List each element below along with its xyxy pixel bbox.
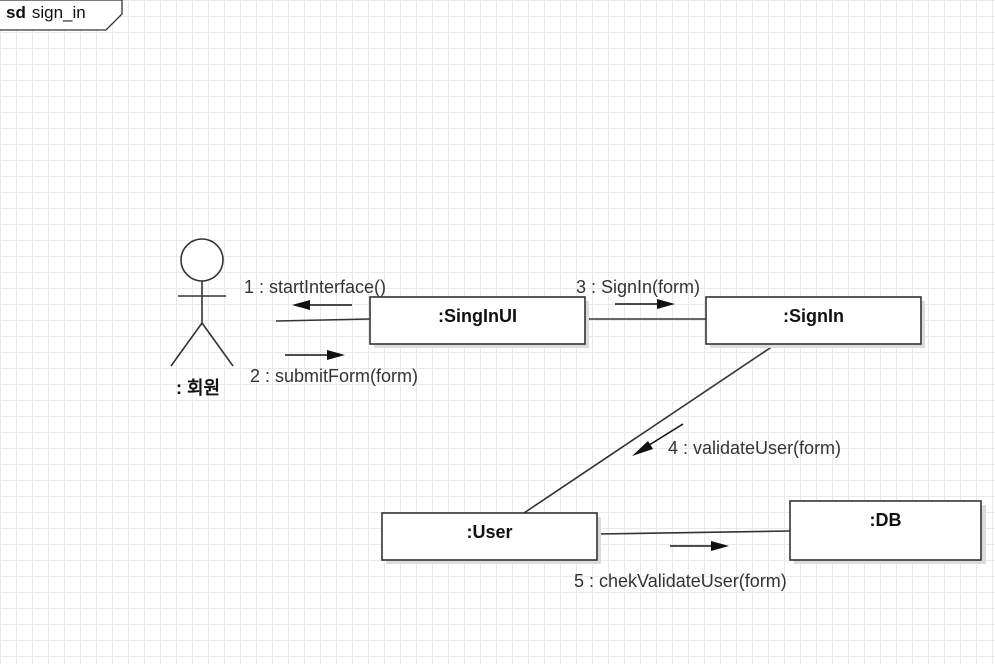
db-box[interactable] — [789, 500, 982, 561]
signin-title: :SignIn — [783, 306, 844, 326]
singinui-box[interactable] — [369, 296, 586, 345]
signin-box[interactable] — [705, 296, 922, 345]
link-user-db — [596, 530, 791, 535]
singinui-title: :SingInUI — [438, 306, 517, 326]
message-2-label: 2 : submitForm(form) — [250, 366, 419, 386]
actor-name: : 회원 — [176, 378, 221, 398]
arrow-m3 — [615, 299, 675, 309]
frame-keyword: sd — [6, 3, 26, 22]
arrow-m4 — [632, 423, 684, 456]
message-4-label: 4 : validateUser(form) — [668, 438, 842, 458]
actor-figure[interactable] — [170, 238, 234, 367]
message-3-label: 3 : SignIn(form) — [576, 277, 701, 297]
frame-name: sign_in — [31, 3, 86, 22]
user-box[interactable] — [381, 512, 598, 561]
arrow-m1 — [292, 300, 352, 310]
db-title: :DB — [869, 510, 902, 530]
link-actor-singinui — [275, 318, 371, 322]
arrow-m2 — [285, 350, 345, 360]
frame-tab — [0, 0, 123, 31]
link-signin-user — [523, 343, 777, 514]
message-1-label: 1 : startInterface() — [244, 277, 387, 297]
user-title: :User — [466, 522, 513, 542]
arrow-m5 — [670, 541, 729, 551]
message-5-label: 5 : chekValidateUser(form) — [574, 571, 787, 591]
frame-label: sd sign_in — [6, 3, 86, 23]
